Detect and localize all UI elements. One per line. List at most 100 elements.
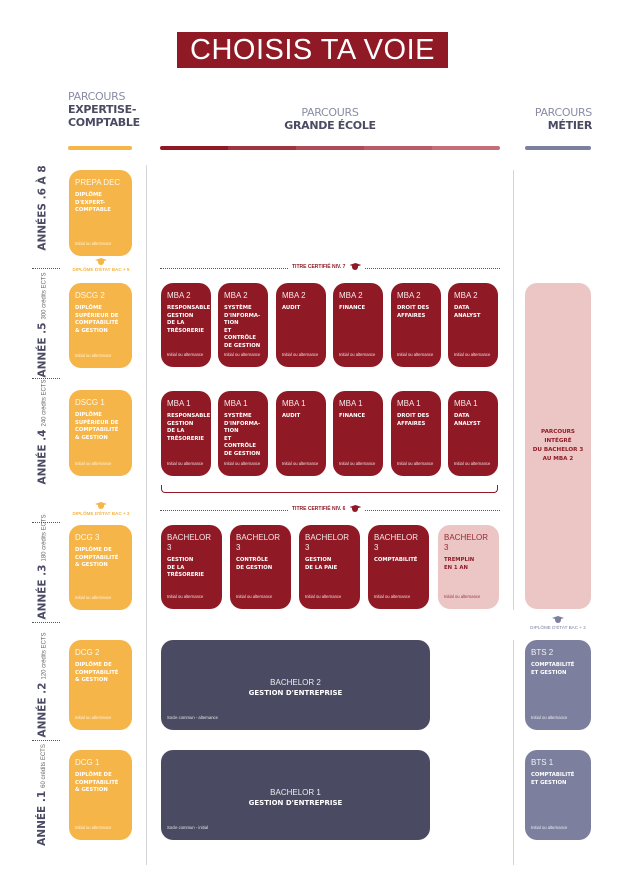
titre-niv6-label: TITRE CERTIFIÉ NIV. 6	[292, 506, 346, 512]
box-title: RESPONSABLE GESTION DE LA TRÉSORERIE	[167, 413, 211, 442]
year-name: ANNÉE .1	[35, 790, 48, 846]
box-footer: Initial ou alternance	[305, 594, 342, 599]
column-divider-right-top	[513, 170, 514, 610]
year-separator	[32, 622, 60, 623]
year-name: ANNÉE .3	[36, 564, 49, 620]
year-ects: 240 crédits ECTS	[41, 379, 48, 427]
box-footer: Initial ou alternance	[75, 461, 112, 466]
box-title: DROIT DES AFFAIRES	[397, 305, 430, 319]
box-footer: Initial ou alternance	[75, 825, 112, 830]
year-separator	[32, 268, 60, 269]
box-level: BACHELOR 3	[374, 533, 419, 552]
titre-niv7: TITRE CERTIFIÉ NIV. 7	[288, 263, 366, 271]
year-separator	[32, 740, 60, 741]
diploma-bac3: DIPLÔME D'ÉTAT BAC + 3	[64, 502, 138, 516]
graduation-cap-icon	[95, 258, 107, 266]
box-title: DIPLÔME SUPÉRIEUR DE COMPTABILITÉ & GEST…	[75, 305, 119, 334]
year-label: ANNÉES .6 À 8	[36, 165, 48, 250]
box-footer: Initial ou alternance	[167, 461, 204, 466]
year-separator	[32, 378, 60, 379]
box-footer: Initial ou alternance	[531, 715, 568, 720]
box-title: DIPLÔME DE COMPTABILITÉ & GESTION	[75, 547, 119, 569]
box-level: MBA 1	[397, 399, 421, 408]
box-title: GESTION D'ENTREPRISE	[248, 799, 343, 807]
header-expertise-line3: COMPTABLE	[68, 116, 140, 129]
box-title: GESTION D'ENTREPRISE	[248, 689, 343, 697]
integrated-path-card[interactable]: PARCOURS INTÉGRÉ DU BACHELOR 3 AU MBA 2	[525, 283, 591, 609]
mba2-program-card[interactable]: MBA 2 SYSTÈME D'INFORMA- TION ET CONTRÔLE…	[218, 283, 268, 367]
box-footer: Initial ou alternance	[339, 352, 376, 357]
box-title: DATA ANALYST	[454, 305, 481, 319]
box-title: DROIT DES AFFAIRES	[397, 413, 430, 427]
header-metier-line1: PARCOURS	[534, 106, 592, 119]
box-title: GESTION DE LA TRÉSORERIE	[167, 557, 204, 579]
header-grande-ecole: PARCOURS GRANDE ÉCOLE	[230, 106, 430, 132]
column-divider-right-bottom	[513, 640, 514, 865]
box-level: BACHELOR 3	[236, 533, 281, 552]
box-level: MBA 1	[224, 399, 248, 408]
bachelor2-program-card[interactable]: BACHELOR 2 GESTION D'ENTREPRISE Socle comm…	[161, 640, 430, 730]
page-title: CHOISIS TA VOIE	[177, 32, 448, 68]
column-divider-left	[146, 165, 147, 865]
box-footer: Initial ou alternance	[236, 594, 273, 599]
diploma-bac5: DIPLÔME D'ÉTAT BAC + 5	[64, 258, 138, 272]
box-title: CONTRÔLE DE GESTION	[236, 557, 273, 571]
box-footer: Initial ou alternance	[282, 461, 319, 466]
box-level: MBA 2	[224, 291, 248, 300]
box-level: BACHELOR 3	[305, 533, 350, 552]
titre-niv6: TITRE CERTIFIÉ NIV. 6	[288, 505, 366, 513]
header-grande-ecole-line1: PARCOURS	[301, 106, 359, 119]
box-level: BACHELOR 2	[270, 678, 321, 687]
mba1-program-card[interactable]: MBA 1 DROIT DES AFFAIRES Initial ou altern…	[391, 391, 441, 476]
box-footer: Initial ou alternance	[339, 461, 376, 466]
box-level: BACHELOR 1	[270, 788, 321, 797]
box-footer: Initial ou alternance	[75, 353, 112, 358]
year-ects: 300 crédits ECTS	[41, 272, 48, 320]
box-level: DCG 1	[75, 758, 100, 767]
box-level: MBA 2	[282, 291, 306, 300]
bachelor3-program-card[interactable]: BACHELOR 3 CONTRÔLE DE GESTION Initial ou …	[230, 525, 291, 609]
box-footer: Initial ou alternance	[167, 594, 204, 599]
box-footer: Initial ou alternance	[75, 595, 112, 600]
box-level: BACHELOR 3	[444, 533, 489, 552]
header-metier: PARCOURS MÉTIER	[500, 106, 592, 132]
box-title: DIPLÔME SUPÉRIEUR DE COMPTABILITÉ & GEST…	[75, 412, 119, 441]
box-title: DIPLÔME D'EXPERT- COMPTABLE	[75, 192, 111, 214]
graduation-cap-icon	[349, 505, 361, 513]
diploma-bac5-label: DIPLÔME D'ÉTAT BAC + 5	[72, 267, 130, 272]
year-ects: 60 crédits ECTS	[40, 744, 47, 788]
box-title: SYSTÈME D'INFORMA- TION ET CONTRÔLE DE G…	[224, 305, 261, 349]
box-title: DATA ANALYST	[454, 413, 481, 427]
box-level: MBA 2	[339, 291, 363, 300]
box-title: COMPTABILITÉ ET GESTION	[531, 772, 575, 786]
box-title: AUDIT	[282, 413, 301, 419]
box-footer: Socle commun - alternance	[167, 715, 218, 720]
box-footer: Initial ou alternance	[397, 461, 434, 466]
header-grande-ecole-line2: GRANDE ÉCOLE	[284, 119, 376, 132]
